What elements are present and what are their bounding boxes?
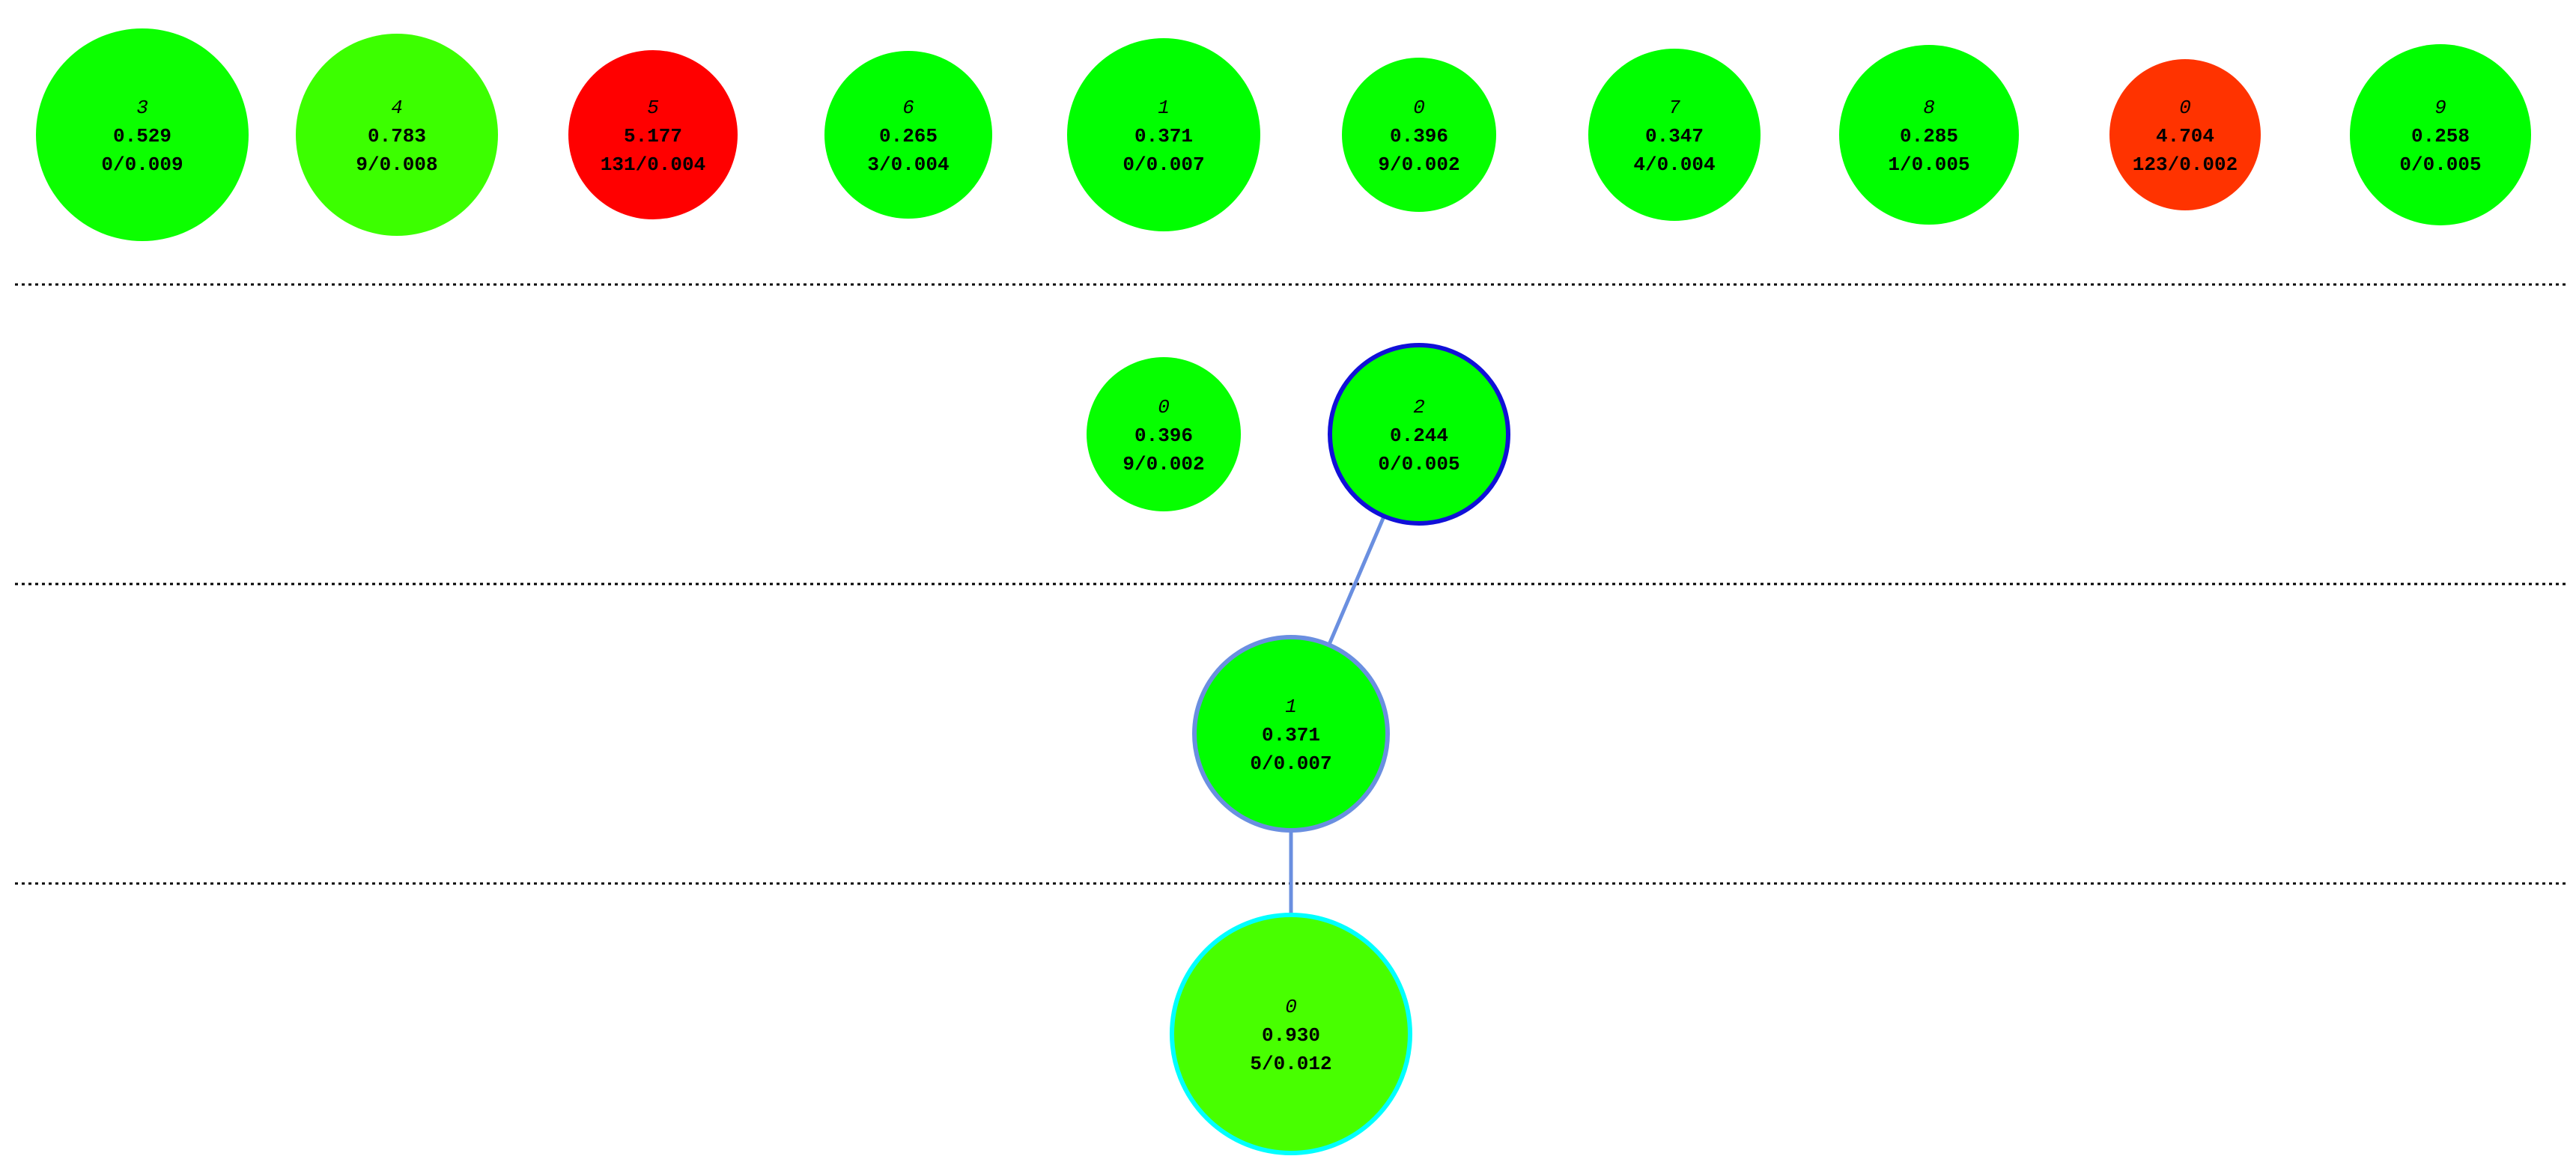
node-stats: 1/0.005 [1888,153,1969,176]
node-stats: 9/0.002 [1378,153,1459,176]
graph-node[interactable]: 0 0.930 5/0.012 [1170,913,1412,1155]
node-value: 0.930 [1262,1024,1320,1047]
node-circle [1839,45,2019,225]
node-id: 1 [1285,696,1297,718]
node-id: 0 [1285,996,1297,1018]
node-stats: 3/0.004 [867,153,949,176]
graph-node[interactable]: 4 0.783 9/0.008 [296,34,498,236]
node-circle [1170,913,1412,1155]
graph-node[interactable]: 1 0.371 0/0.007 [1192,635,1390,833]
node-circle [824,51,992,219]
node-stats: 0/0.005 [1378,453,1459,475]
node-circle [1067,38,1260,231]
node-value: 0.371 [1134,125,1193,147]
node-circle [2350,44,2531,225]
node-circle [1342,58,1496,212]
graph-node[interactable]: 0 0.396 9/0.002 [1342,58,1496,212]
node-id: 4 [391,97,403,119]
graph-edge [1327,515,1386,646]
node-stats: 0/0.007 [1123,153,1204,176]
node-stats: 9/0.008 [356,153,437,176]
graph-node[interactable]: 1 0.371 0/0.007 [1067,38,1260,231]
node-id: 0 [1413,97,1425,119]
node-value: 0.783 [368,125,426,147]
graph-node[interactable]: 0 4.704 123/0.002 [2109,59,2261,210]
node-stats: 0/0.009 [101,153,183,176]
node-circle [1588,49,1761,221]
node-value: 0.396 [1390,125,1448,147]
graph-node[interactable]: 7 0.347 4/0.004 [1588,49,1761,221]
node-stats: 4/0.004 [1633,153,1715,176]
node-value: 0.396 [1134,425,1193,447]
node-stats: 131/0.004 [601,153,705,176]
node-circle [568,50,738,219]
node-id: 3 [136,97,148,119]
node-circle [36,28,249,241]
node-circle [1328,343,1510,526]
node-stats: 123/0.002 [2133,153,2238,176]
node-circle [296,34,498,236]
node-id: 1 [1158,97,1170,119]
node-stats: 5/0.012 [1250,1053,1331,1075]
node-value: 0.244 [1390,425,1448,447]
node-value: 4.704 [2156,125,2214,147]
node-id: 5 [647,97,659,119]
node-circle [2109,59,2261,210]
node-value: 0.371 [1262,724,1320,746]
node-value: 0.529 [113,125,171,147]
node-id: 0 [2179,97,2191,119]
node-value: 0.265 [879,125,938,147]
node-id: 6 [902,97,914,119]
graph-node[interactable]: 8 0.285 1/0.005 [1839,45,2019,225]
graph-node[interactable]: 9 0.258 0/0.005 [2350,44,2531,225]
graph-node[interactable]: 0 0.396 9/0.002 [1087,357,1241,511]
node-value: 0.347 [1645,125,1704,147]
node-id: 9 [2434,97,2446,119]
node-id: 0 [1158,396,1170,419]
node-id: 2 [1413,396,1425,419]
node-id: 8 [1923,97,1935,119]
node-circle [1192,635,1390,833]
graph-node[interactable]: 5 5.177 131/0.004 [568,50,738,219]
graph-node[interactable]: 6 0.265 3/0.004 [824,51,992,219]
node-stats: 0/0.005 [2399,153,2481,176]
node-stats: 0/0.007 [1250,752,1331,775]
node-value: 0.258 [2411,125,2470,147]
graph-node[interactable]: 3 0.529 0/0.009 [36,28,249,241]
node-stats: 9/0.002 [1123,453,1204,475]
node-circle [1087,357,1241,511]
node-value: 5.177 [624,125,682,147]
graph-node[interactable]: 2 0.244 0/0.005 [1328,343,1510,526]
node-id: 7 [1668,97,1680,119]
node-value: 0.285 [1900,125,1958,147]
